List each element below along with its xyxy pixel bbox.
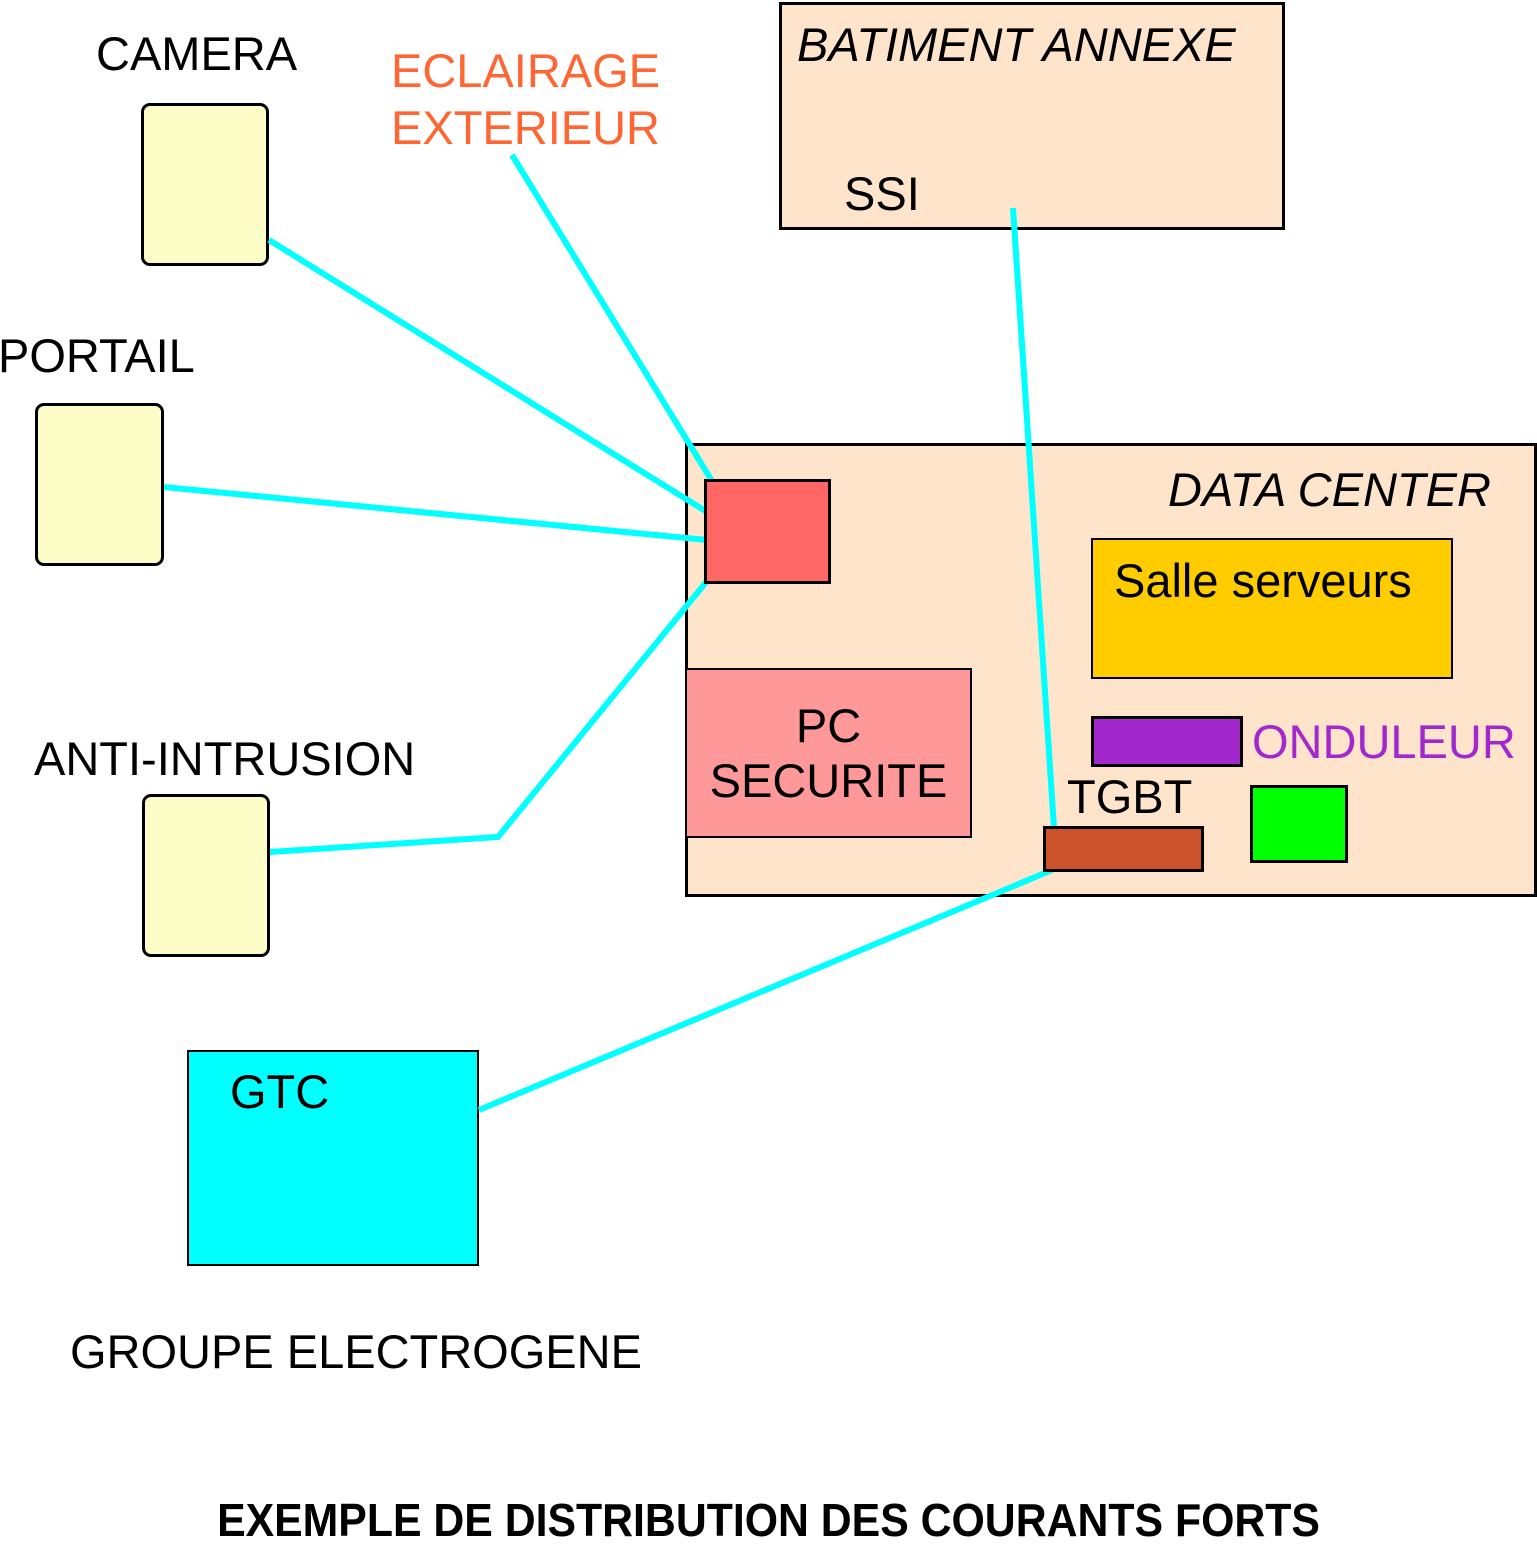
batiment-annexe-label: BATIMENT ANNEXE xyxy=(797,18,1236,71)
data-center-label: DATA CENTER xyxy=(1168,463,1491,516)
eclairage-label-line2: EXTERIEUR xyxy=(391,101,660,154)
salle-serveurs-box xyxy=(1091,538,1453,679)
pc-securite-label-line2: SECURITE xyxy=(709,754,948,807)
ssi-label: SSI xyxy=(844,167,920,220)
pc-securite-label-line1: PC xyxy=(795,699,862,752)
diagram-title: EXEMPLE DE DISTRIBUTION DES COURANTS FOR… xyxy=(217,1494,1320,1546)
security-hub-box xyxy=(704,479,831,584)
onduleur-box xyxy=(1091,716,1243,767)
green-equipment-box xyxy=(1250,785,1348,863)
portail-label: PORTAIL xyxy=(0,329,195,382)
portail-device xyxy=(35,403,164,566)
tgbt-label: TGBT xyxy=(1067,770,1193,823)
camera-label: CAMERA xyxy=(96,27,298,80)
eclairage-label-line1: ECLAIRAGE xyxy=(391,44,661,97)
wire-camera-hub xyxy=(267,237,709,515)
wire-portail-hub xyxy=(163,484,708,543)
anti-intrusion-device xyxy=(142,794,270,957)
salle-serveurs-label: Salle serveurs xyxy=(1114,554,1412,607)
camera-device xyxy=(141,103,269,266)
wire-eclairage-hub xyxy=(509,153,715,483)
gtc-label: GTC xyxy=(230,1065,330,1118)
batiment-annexe-building xyxy=(779,2,1285,230)
tgbt-box xyxy=(1043,826,1204,872)
onduleur-label: ONDULEUR xyxy=(1252,715,1516,768)
wire-tgbt-gtc xyxy=(477,867,1054,1113)
wire-intrusion-hub xyxy=(269,579,710,855)
gtc-box xyxy=(187,1050,479,1266)
groupe-electrogene-label: GROUPE ELECTROGENE xyxy=(70,1325,642,1378)
pc-securite-box xyxy=(685,668,972,838)
anti-intrusion-label: ANTI-INTRUSION xyxy=(34,732,416,785)
